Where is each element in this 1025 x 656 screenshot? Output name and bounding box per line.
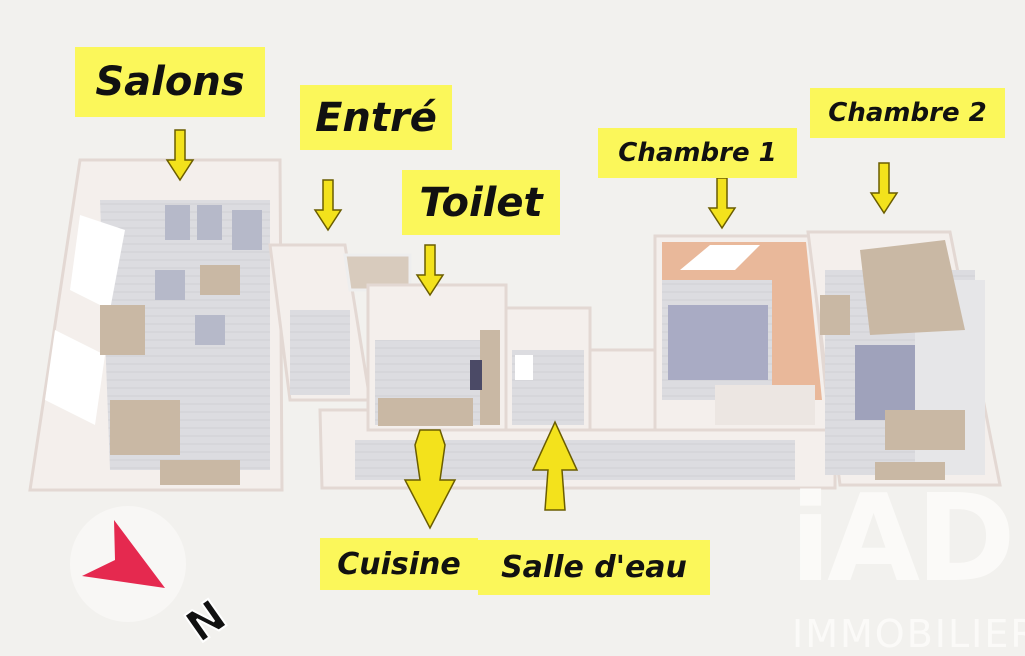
label-entree: Entré [300, 85, 452, 150]
compass-icon [70, 506, 186, 622]
watermark-logo: iAD [790, 470, 1016, 609]
label-salons: Salons [75, 47, 265, 117]
watermark-subtitle: IMMOBILIER [792, 612, 1025, 656]
label-chambre-1: Chambre 1 [598, 128, 797, 178]
room-salle-d-eau [504, 306, 592, 432]
room-closet [588, 348, 657, 432]
arrow-cuisine-icon [403, 429, 457, 530]
room-entree [268, 243, 412, 402]
room-chambre-1 [653, 234, 832, 432]
room-cuisine [366, 283, 508, 432]
arrow-chambre1-icon [708, 177, 736, 229]
room-salons [28, 158, 284, 492]
room-chambre-2 [806, 230, 1002, 487]
arrow-salle-eau-icon [531, 420, 579, 511]
label-chambre-2: Chambre 2 [810, 88, 1005, 138]
label-salle-d-eau: Salle d'eau [478, 540, 710, 595]
label-cuisine: Cuisine [320, 538, 478, 590]
label-toilet: Toilet [402, 170, 560, 235]
arrow-entree-icon [314, 179, 342, 231]
arrow-chambre2-icon [870, 162, 898, 214]
